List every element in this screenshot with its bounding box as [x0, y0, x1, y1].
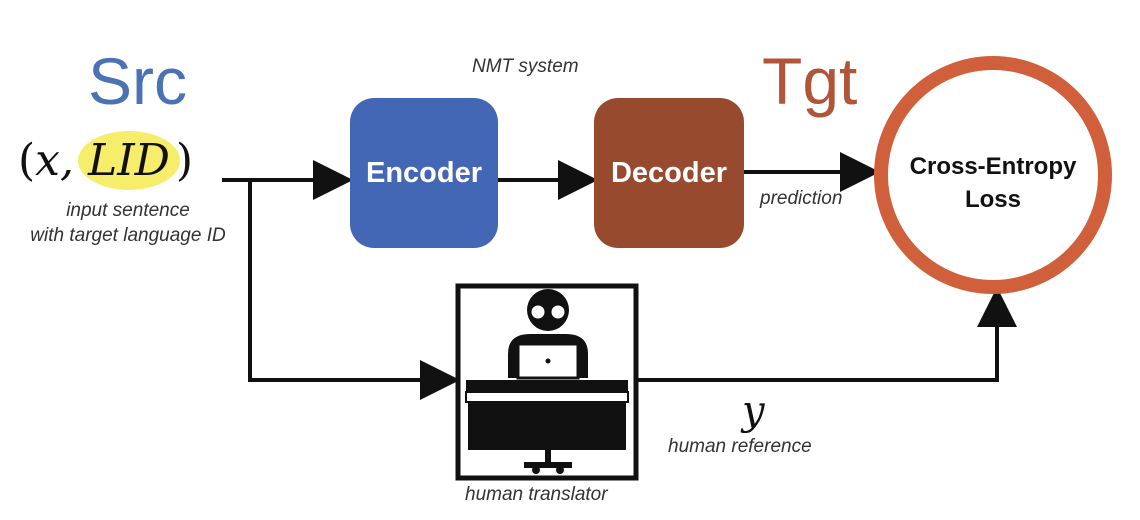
decoder-label: Decoder — [610, 156, 728, 189]
formula-close-paren: ) — [175, 134, 194, 186]
encoder-block: Encoder — [350, 98, 498, 248]
formula-x: x, — [35, 134, 74, 186]
human-reference-label: human reference — [668, 436, 812, 457]
nmt-system-label: NMT system — [472, 56, 579, 77]
input-caption-line2: with target language ID — [30, 225, 226, 246]
input-caption-line1: input sentence — [66, 200, 190, 221]
human-translator-label: human translator — [465, 484, 608, 505]
formula-lid-highlighted: LID — [77, 130, 180, 190]
input-caption: input sentence with target language ID — [8, 198, 248, 248]
src-label: Src — [88, 44, 187, 118]
y-variable-label: y — [742, 388, 765, 434]
formula-open-paren: ( — [18, 134, 36, 186]
decoder-block: Decoder — [594, 98, 744, 248]
loss-label: Cross-Entropy Loss — [878, 150, 1108, 216]
translator-icon — [455, 283, 639, 481]
arrow-translator-to-loss — [636, 287, 1017, 382]
input-formula: ( x, LID ) — [18, 128, 238, 192]
loss-ring — [874, 56, 1112, 294]
encoder-label: Encoder — [365, 156, 483, 189]
prediction-label: prediction — [760, 188, 843, 209]
loss-label-line1: Cross-Entropy — [909, 153, 1077, 180]
loss-label-line2: Loss — [964, 186, 1021, 213]
tgt-label: Tgt — [762, 44, 858, 118]
arrow-input-to-translator — [248, 180, 460, 400]
